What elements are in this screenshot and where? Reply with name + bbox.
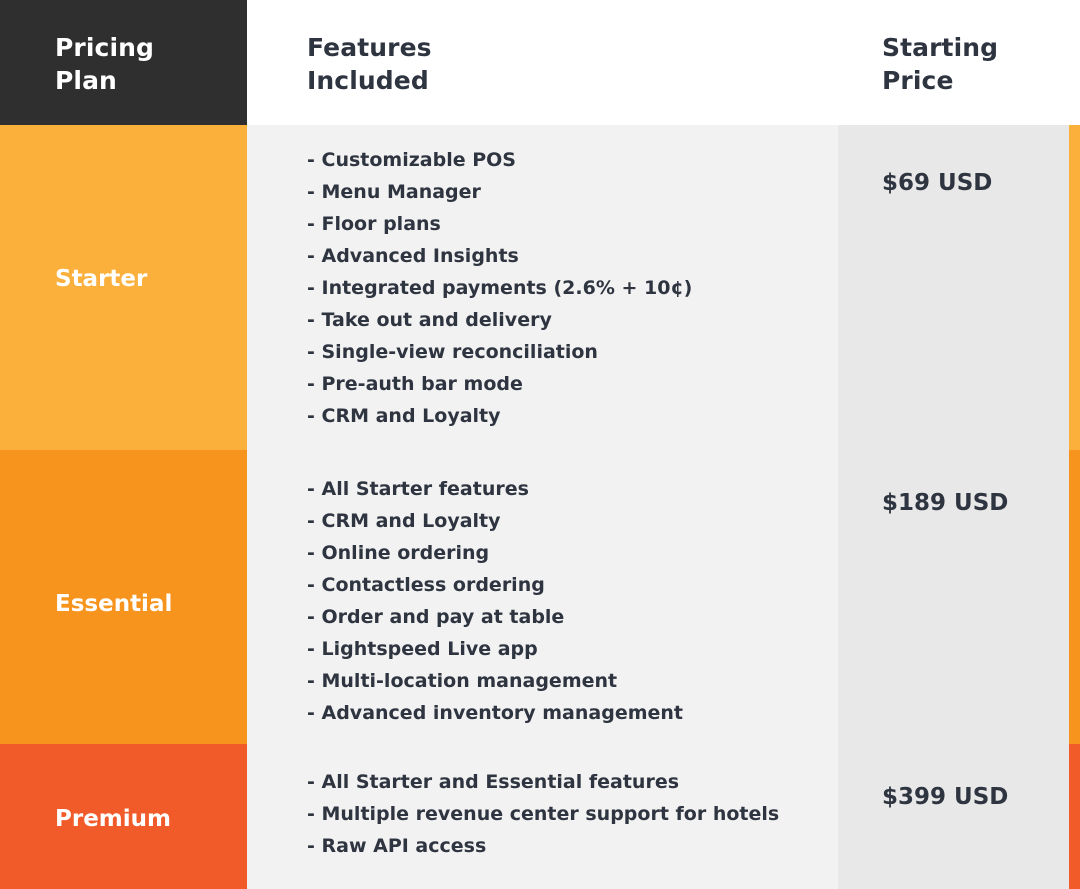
feature-item: - Online ordering — [307, 542, 490, 564]
plan-cell-starter — [0, 125, 247, 450]
feature-item: - CRM and Loyalty — [307, 405, 501, 427]
feature-item: - Customizable POS — [307, 149, 516, 171]
plan-name-premium: Premium — [55, 806, 171, 832]
pricing-plan-column-header: Pricing Plan — [55, 33, 155, 95]
feature-item: - Advanced inventory management — [307, 702, 683, 724]
plan-name-essential: Essential — [55, 591, 173, 617]
price-premium: $399 USD — [882, 784, 1009, 810]
feature-item: - Order and pay at table — [307, 606, 565, 628]
feature-item: - Single-view reconciliation — [307, 341, 598, 363]
feature-item: - Menu Manager — [307, 181, 481, 203]
feature-item: - Advanced Insights — [307, 245, 519, 267]
plan-row-starter: Starter - Customizable POS - Menu Manage… — [0, 125, 1080, 450]
feature-item: - Pre-auth bar mode — [307, 373, 523, 395]
feature-item: - Multi-location management — [307, 670, 618, 692]
feature-item: - Multiple revenue center support for ho… — [307, 803, 780, 825]
table-header: Pricing Plan Features Included Starting … — [0, 0, 1080, 125]
starting-price-column-header: Starting Price — [882, 33, 999, 95]
feature-list-essential: - All Starter features - CRM and Loyalty… — [307, 473, 683, 729]
row-edge-strip — [1069, 744, 1080, 889]
plan-row-premium: Premium - All Starter and Essential feat… — [0, 744, 1080, 889]
price-cell-starter — [838, 125, 1069, 450]
plan-cell-premium — [0, 744, 247, 889]
feature-item: - Take out and delivery — [307, 309, 552, 331]
feature-list-premium: - All Starter and Essential features - M… — [307, 766, 779, 862]
plan-cell-essential — [0, 450, 247, 744]
feature-item: - All Starter and Essential features — [307, 771, 680, 793]
price-starter: $69 USD — [882, 170, 993, 196]
row-edge-strip — [1069, 125, 1080, 450]
features-cell-starter — [247, 125, 838, 450]
price-cell-premium — [838, 744, 1069, 889]
price-essential: $189 USD — [882, 490, 1009, 516]
feature-item: - Raw API access — [307, 835, 487, 857]
feature-list-starter: - Customizable POS - Menu Manager - Floo… — [307, 144, 692, 432]
row-edge-strip — [1069, 450, 1080, 744]
feature-item: - Contactless ordering — [307, 574, 545, 596]
feature-item: - All Starter features — [307, 478, 529, 500]
feature-item: - Floor plans — [307, 213, 441, 235]
pricing-plan-header-cell: Pricing Plan — [0, 0, 247, 125]
price-cell-essential — [838, 450, 1069, 744]
plan-row-essential: Essential - All Starter features - CRM a… — [0, 450, 1080, 744]
feature-item: - CRM and Loyalty — [307, 510, 501, 532]
features-column-header: Features Included — [307, 33, 432, 95]
features-cell-premium — [247, 744, 838, 889]
feature-item: - Lightspeed Live app — [307, 638, 538, 660]
features-cell-essential — [247, 450, 838, 744]
feature-item: - Integrated payments (2.6% + 10¢) — [307, 277, 693, 299]
plan-name-starter: Starter — [55, 266, 148, 292]
